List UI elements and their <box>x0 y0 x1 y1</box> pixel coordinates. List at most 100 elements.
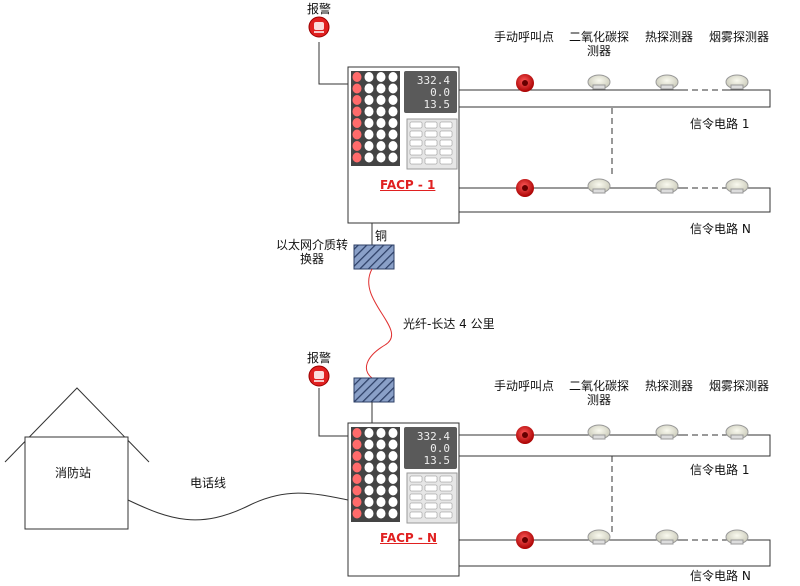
top-header-co2-detector: 二氧化碳探 测器 <box>567 30 631 58</box>
bottom-header-co2-line1: 二氧化碳探 <box>568 379 629 393</box>
bottom-led <box>352 428 362 438</box>
top-keypad-key[interactable] <box>439 157 453 165</box>
bottom-led <box>376 428 386 438</box>
top-keypad-key[interactable] <box>409 148 423 156</box>
top-keypad-key[interactable] <box>409 121 423 129</box>
bottom-cn-heat-detector-icon <box>655 529 679 545</box>
bottom-keypad-key[interactable] <box>424 475 438 483</box>
top-keypad-key[interactable] <box>439 139 453 147</box>
bottom-readout-2: 0.0 <box>430 442 450 455</box>
top-keypad-key[interactable] <box>424 148 438 156</box>
top-led <box>364 118 374 128</box>
top-header-co2-line1: 二氧化碳探 <box>568 30 629 44</box>
top-led <box>388 118 398 128</box>
bottom-led <box>352 485 362 496</box>
bottom-led <box>376 497 386 507</box>
bottom-led <box>376 439 386 450</box>
bottom-led <box>376 485 386 496</box>
top-media-converter <box>353 244 395 270</box>
bottom-panel-name: FACP - N <box>380 531 438 545</box>
media-converter-label: 以太网介质转 换器 <box>272 238 352 266</box>
top-readout-2: 0.0 <box>430 86 450 99</box>
top-keypad-key[interactable] <box>424 139 438 147</box>
bottom-keypad-key[interactable] <box>409 511 423 519</box>
top-keypad-key[interactable] <box>409 130 423 138</box>
top-keypad-key[interactable] <box>424 157 438 165</box>
top-readout-1: 332.4 <box>416 74 450 87</box>
top-led <box>388 152 398 163</box>
bottom-keypad-key[interactable] <box>409 502 423 510</box>
top-led <box>352 95 362 105</box>
top-led <box>388 129 398 140</box>
top-circuit-1-wire <box>459 89 771 108</box>
bottom-led <box>376 462 386 473</box>
top-led <box>376 141 386 151</box>
top-c1-co2-detector-icon <box>587 74 611 90</box>
top-circuit-1-label: 信令电路 1 <box>690 117 750 131</box>
bottom-led <box>388 485 398 496</box>
top-led <box>388 83 398 94</box>
top-alarm-bell-icon <box>308 16 330 38</box>
top-keypad-key[interactable] <box>424 130 438 138</box>
top-header-heat-detector: 热探测器 <box>645 30 694 44</box>
bottom-keypad-key[interactable] <box>424 484 438 492</box>
bottom-keypad-key[interactable] <box>439 484 453 492</box>
bottom-alarm-label: 报警 <box>307 351 332 365</box>
top-cn-heat-detector-icon <box>655 178 679 194</box>
bottom-keypad-key[interactable] <box>439 502 453 510</box>
fiber-link <box>365 268 393 379</box>
top-led <box>388 72 398 82</box>
bottom-c1-heat-detector-icon <box>655 424 679 440</box>
top-cn-smoke-detector-icon <box>725 178 749 194</box>
bottom-led <box>364 497 374 507</box>
bottom-keypad-key[interactable] <box>409 484 423 492</box>
bottom-led <box>364 508 374 519</box>
bottom-keypad-key[interactable] <box>439 475 453 483</box>
bottom-header-manual-call-point: 手动呼叫点 <box>494 379 555 393</box>
bottom-keypad-key[interactable] <box>439 511 453 519</box>
bottom-circuit-1-label: 信令电路 1 <box>690 463 750 477</box>
bottom-keypad-key[interactable] <box>424 493 438 501</box>
bottom-alarm-bell-icon <box>308 365 330 387</box>
fire-station-label: 消防站 <box>55 466 92 480</box>
top-cn-co2-detector-icon <box>587 178 611 194</box>
bottom-led <box>364 485 374 496</box>
bottom-keypad-key[interactable] <box>409 493 423 501</box>
top-keypad-key[interactable] <box>409 157 423 165</box>
bottom-led <box>352 497 362 507</box>
top-keypad-key[interactable] <box>424 121 438 129</box>
top-led <box>376 129 386 140</box>
bottom-led <box>352 439 362 450</box>
top-alarm-wire <box>318 42 348 85</box>
top-keypad-key[interactable] <box>439 130 453 138</box>
top-led <box>388 95 398 105</box>
bottom-readout-3: 13.5 <box>423 454 451 467</box>
bottom-keypad-key[interactable] <box>439 493 453 501</box>
bottom-cn-smoke-detector-icon <box>725 529 749 545</box>
top-header-manual-call-point: 手动呼叫点 <box>494 30 555 44</box>
bottom-led <box>352 508 362 519</box>
bottom-header-heat-detector: 热探测器 <box>645 379 694 393</box>
top-led <box>364 95 374 105</box>
bottom-led <box>352 474 362 484</box>
top-keypad-key[interactable] <box>439 121 453 129</box>
top-system <box>308 16 771 224</box>
top-led <box>388 141 398 151</box>
top-display <box>404 71 457 113</box>
top-keypad-key[interactable] <box>409 139 423 147</box>
top-led <box>352 141 362 151</box>
top-alarm-label: 报警 <box>307 2 332 16</box>
top-keypad-key[interactable] <box>439 148 453 156</box>
bottom-led <box>388 428 398 438</box>
bottom-keypad-key[interactable] <box>409 475 423 483</box>
top-c1-heat-detector-icon <box>655 74 679 90</box>
bottom-keypad-key[interactable] <box>424 502 438 510</box>
top-led <box>376 72 386 82</box>
bottom-keypad-key[interactable] <box>424 511 438 519</box>
bottom-led <box>388 451 398 461</box>
top-header-co2-line2: 测器 <box>586 44 611 58</box>
bottom-led <box>376 508 386 519</box>
bottom-header-co2-line2: 测器 <box>586 393 611 407</box>
phone-line <box>127 492 349 521</box>
